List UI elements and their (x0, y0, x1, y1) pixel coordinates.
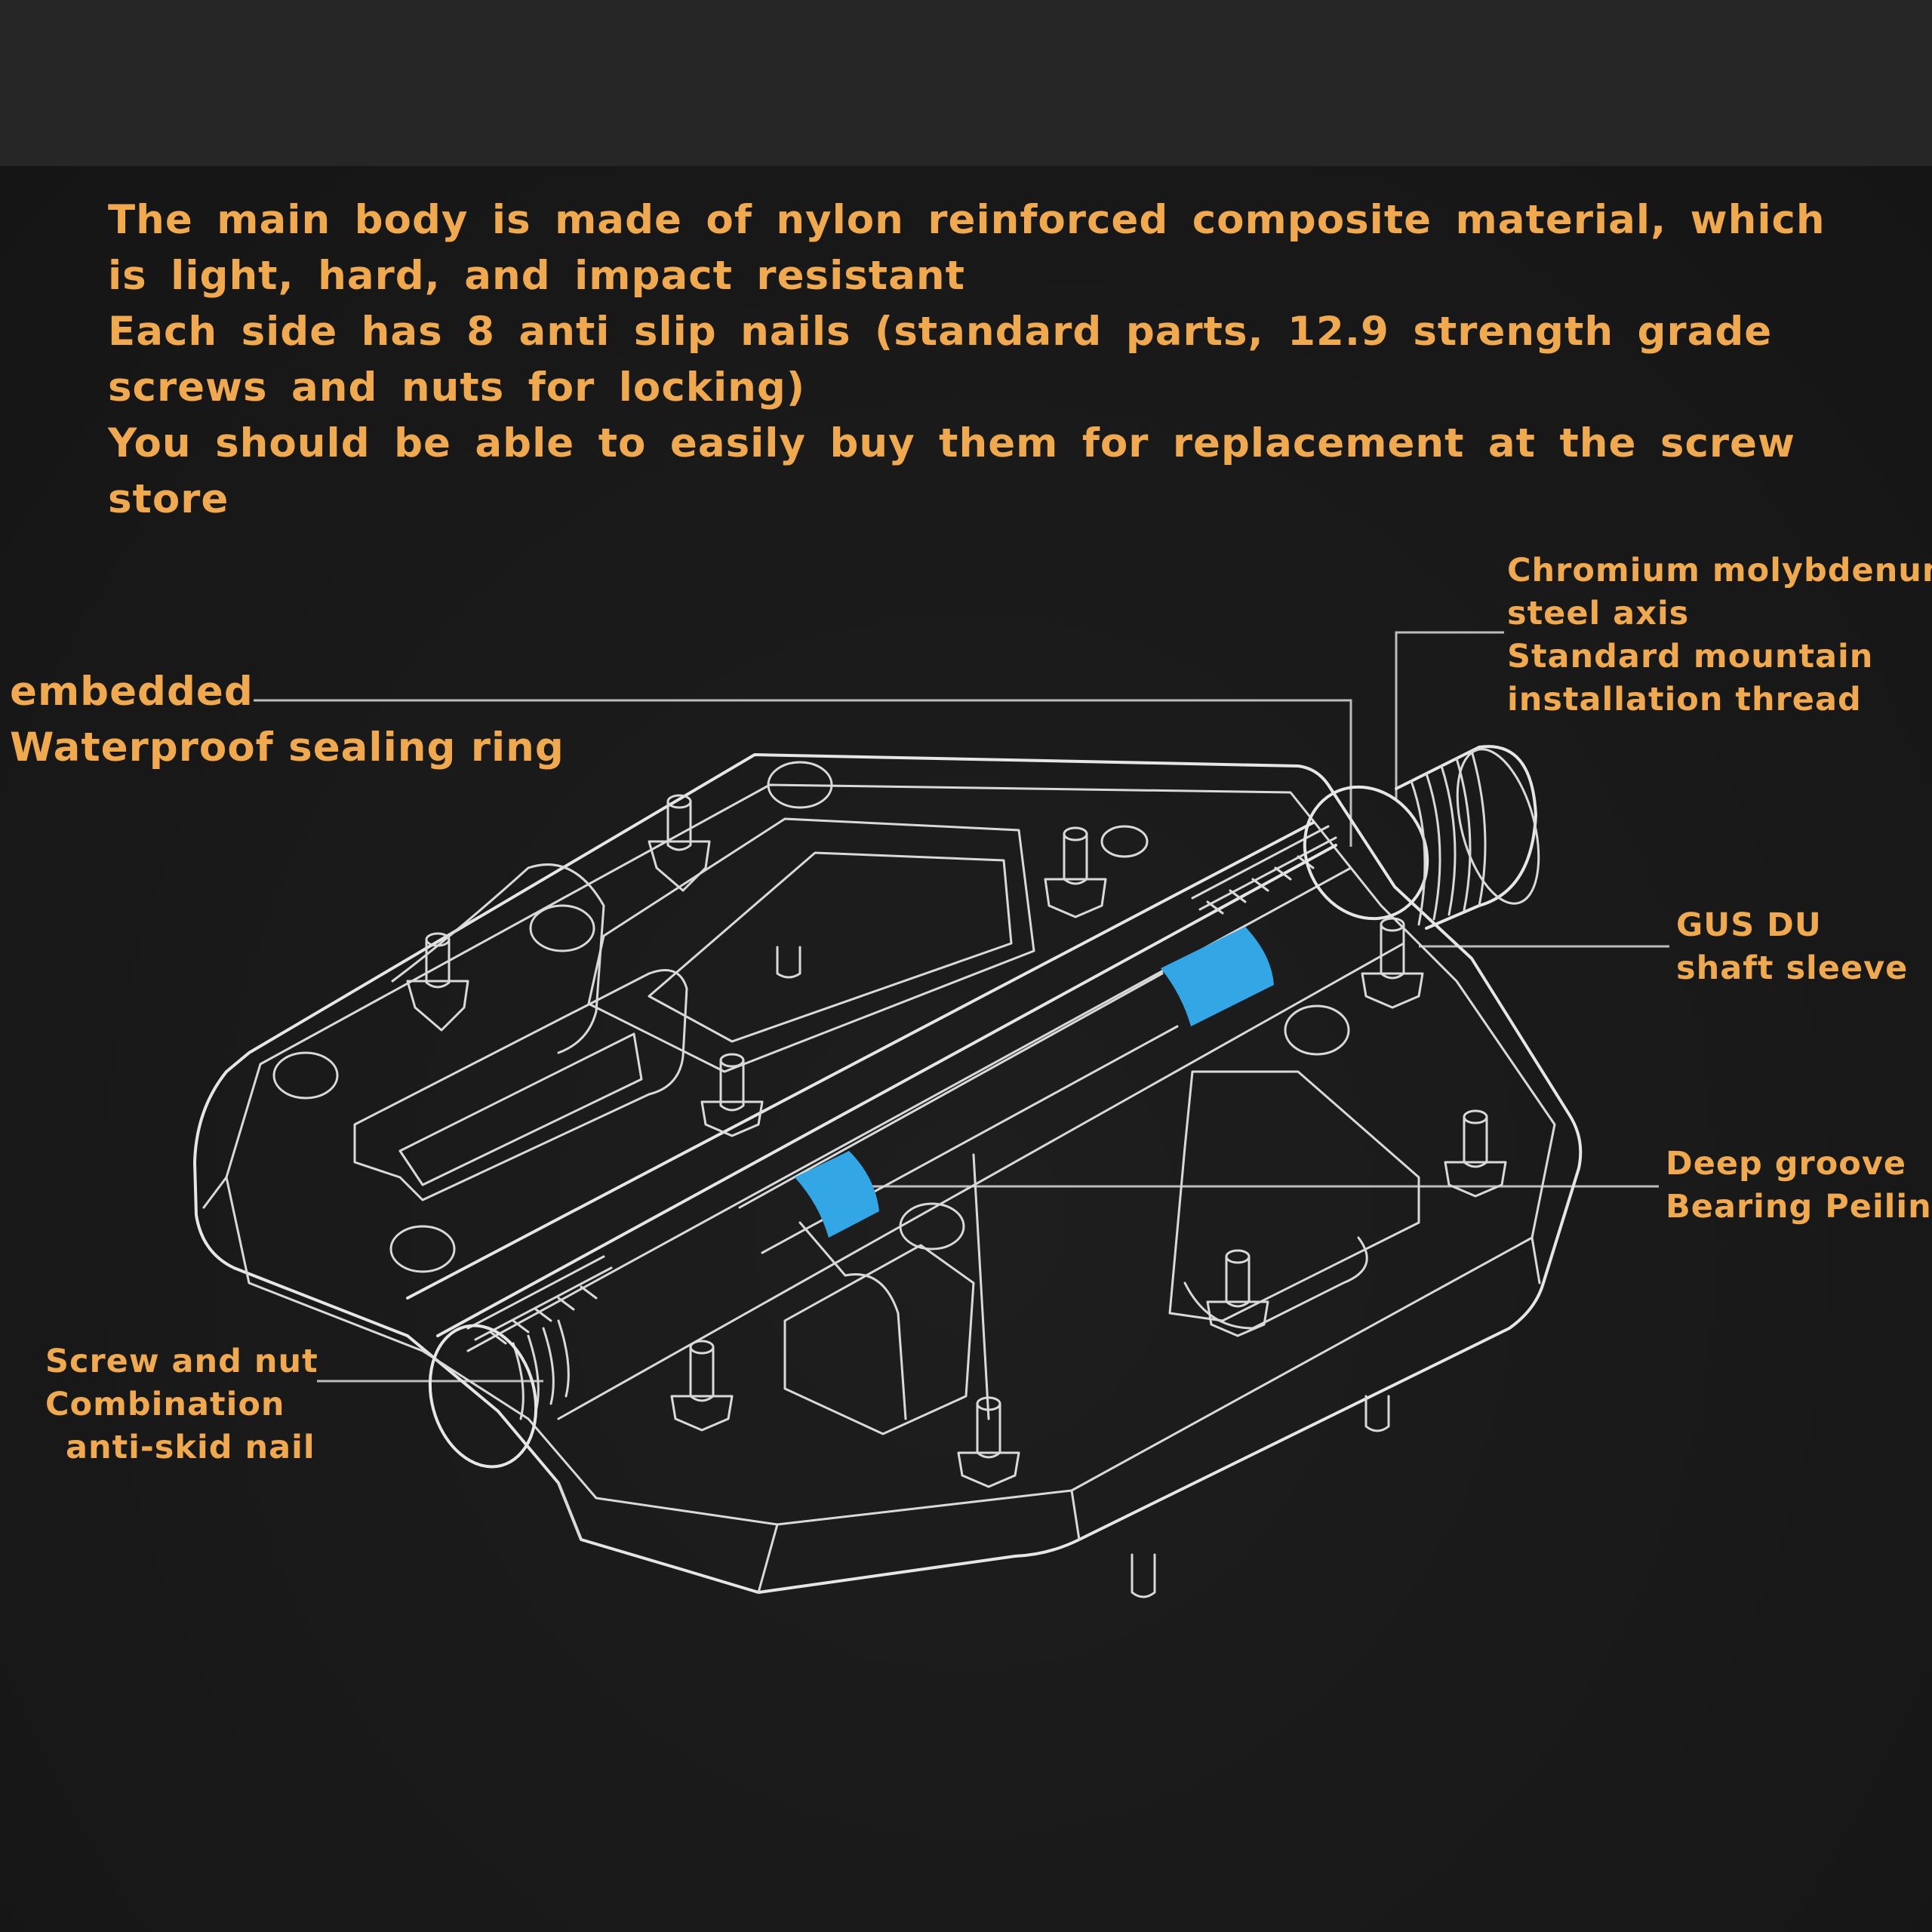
pin (1444, 1109, 1507, 1198)
hole-left-mid (529, 904, 595, 952)
rear-frame-cutout (587, 817, 1035, 1073)
bearing-highlight-right (1161, 927, 1274, 1026)
product-description: The main body is made of nylon reinforce… (108, 192, 1844, 528)
pedal-top-edge (225, 783, 1556, 1526)
lower-rib (1183, 1236, 1368, 1330)
spindle-threads (1410, 749, 1487, 926)
axle-channel-top (406, 821, 1315, 1300)
pin (957, 1396, 1020, 1488)
bearing-highlights (795, 927, 1274, 1238)
label-line: Waterproof sealing ring (10, 724, 565, 771)
axle-channel-bottom (436, 844, 1337, 1337)
spindle-left-bore (428, 1324, 538, 1469)
description-line: The main body is made of nylon reinforce… (108, 197, 1826, 243)
description-line: is light, hard, and impact resistant (108, 253, 965, 299)
pedal-side-face (202, 1176, 1541, 1594)
label-line: GUS DU (1676, 906, 1822, 944)
pin (700, 1053, 764, 1137)
pin (1044, 826, 1107, 918)
pedal-outer-outline (193, 753, 1583, 1594)
pin (648, 794, 711, 892)
hole-lower-left (389, 1225, 456, 1273)
description-line: Each side has 8 anti slip nails (standar… (108, 309, 1773, 355)
front-frame-cutout-inner (398, 1032, 643, 1186)
front-crossbar (391, 863, 605, 1054)
spindle-left-threads (512, 1319, 570, 1420)
label-line: Screw and nut (45, 1343, 318, 1380)
hole-right (1100, 825, 1149, 858)
label-sealing-ring: embedded Waterproof sealing ring (10, 664, 565, 776)
hole-front-left (272, 1051, 339, 1100)
spindle-flange (1303, 785, 1429, 921)
back-frame-cutout (1168, 1070, 1420, 1322)
label-line: Combination (45, 1386, 285, 1423)
anti-skid-pins (406, 794, 1507, 1598)
pin (670, 1340, 734, 1432)
description-line: You should be able to easily buy them fo… (108, 420, 1795, 466)
hole-top (767, 761, 833, 809)
pin (406, 932, 469, 1032)
seal-knurl-right (1191, 825, 1337, 915)
seal-knurl-left (466, 1255, 613, 1345)
front-frame-cutout (353, 969, 688, 1201)
label-line: steel axis (1507, 595, 1690, 632)
hole-back (1284, 1004, 1350, 1056)
label-line: installation thread (1507, 681, 1862, 718)
spindle-thread-body (1395, 745, 1537, 930)
leader-embedded (254, 699, 1352, 847)
pin (1206, 1249, 1269, 1337)
label-line: Standard mountain (1507, 638, 1874, 675)
threaded-spindle (428, 745, 1540, 1469)
pin-bottom (776, 946, 1390, 1598)
label-line: shaft sleeve (1676, 949, 1909, 987)
leader-lines (254, 631, 1669, 1383)
bearing-highlight-left (795, 1151, 879, 1238)
leader-chromium (1395, 631, 1504, 800)
label-line: Chromium molybdenum (1507, 552, 1932, 589)
lower-frame-cutout (783, 1244, 975, 1435)
description-line: screws and nuts for locking) (108, 365, 806, 411)
axle-shaft-upper (738, 972, 1164, 1209)
rear-frame-cutout-inner (648, 851, 1013, 1043)
pedal-body (193, 753, 1583, 1594)
label-shaft-sleeve: GUS DU shaft sleeve (1676, 904, 1908, 990)
diagram-panel (0, 166, 1932, 1932)
spindle-end (1456, 748, 1540, 905)
label-bearing: Deep groove Bearing Peilin (1666, 1143, 1932, 1229)
top-band (0, 0, 1932, 166)
label-line: anti-skid nail (66, 1429, 315, 1466)
label-anti-skid-nail: Screw and nut Combination anti-skid nail (45, 1340, 318, 1469)
label-line: Deep groove (1666, 1145, 1907, 1183)
description-line: store (108, 476, 229, 522)
label-chromium-axis: Chromium molybdenum steel axis Standard … (1507, 549, 1932, 721)
label-line: embedded (10, 669, 254, 715)
axle-channel-lower (557, 942, 1405, 1420)
hole-center (899, 1202, 965, 1251)
mounting-holes (272, 761, 1350, 1273)
pin (1361, 917, 1424, 1009)
label-line: Bearing Peilin (1666, 1188, 1932, 1226)
center-strut (798, 1153, 990, 1420)
